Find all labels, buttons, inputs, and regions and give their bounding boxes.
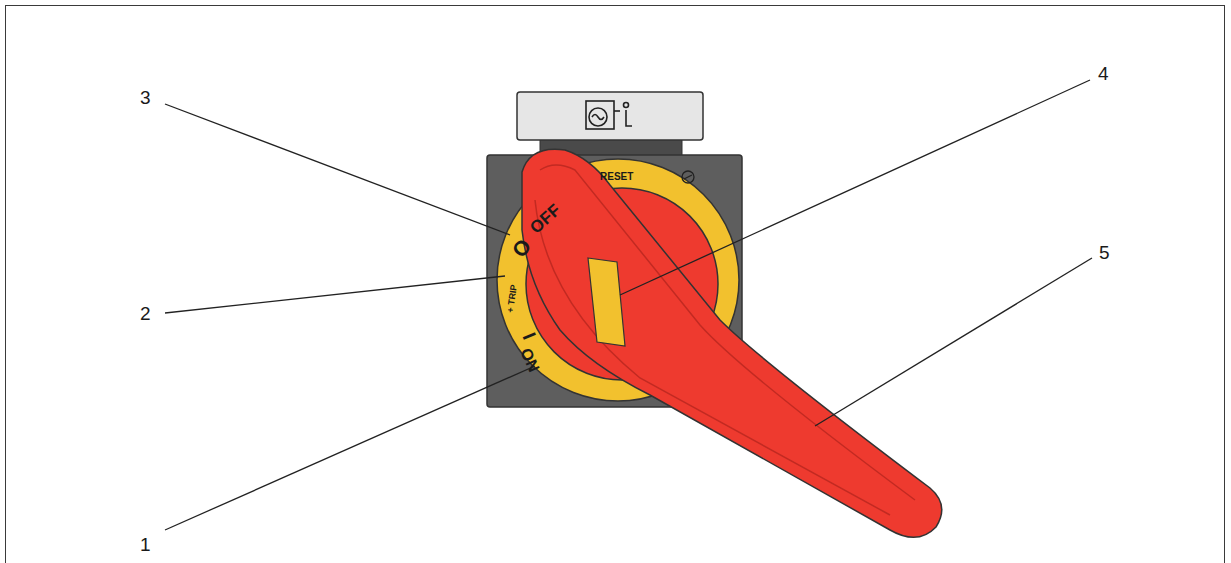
callout-number: 4 (1098, 64, 1109, 83)
handle-ridge (535, 200, 890, 515)
reset-text: RESET (600, 172, 633, 182)
handle-lever (522, 149, 942, 537)
callout-number: 3 (140, 88, 151, 107)
callout-number: 2 (140, 304, 151, 323)
screw-symbol (682, 171, 694, 183)
motor-symbol (586, 101, 632, 129)
handle-ridge (540, 165, 915, 500)
frame (6, 6, 1225, 563)
callout-number: 5 (1099, 243, 1110, 262)
label-plate (517, 92, 703, 140)
callout-number: 1 (140, 535, 151, 554)
lock-window (588, 258, 625, 346)
leader-lines (165, 80, 1092, 530)
